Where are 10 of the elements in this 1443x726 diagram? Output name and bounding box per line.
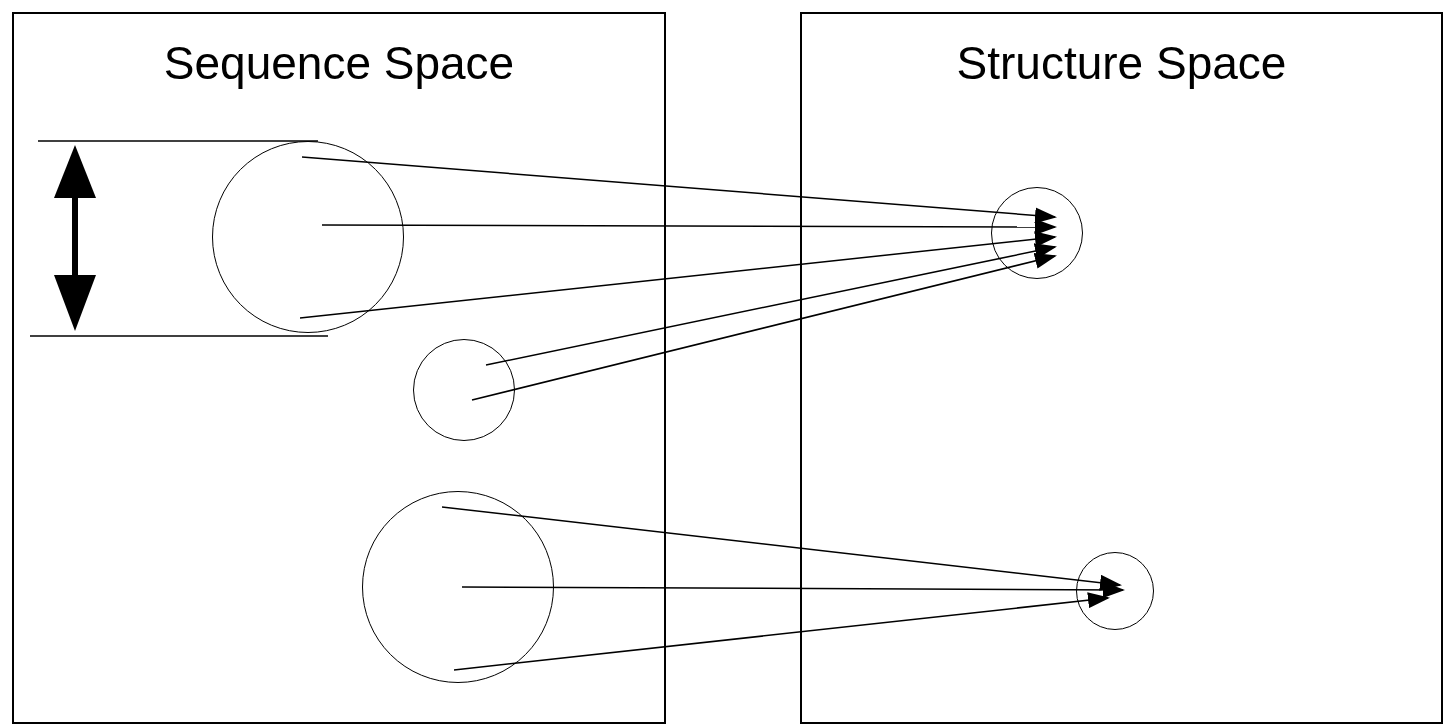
arrow [441, 506, 1122, 591]
space-panel [800, 12, 1443, 724]
arrow [453, 592, 1110, 671]
arrow [485, 243, 1057, 366]
panel-title: Sequence Space [162, 36, 516, 90]
panel-title: Structure Space [955, 36, 1288, 90]
arrow [471, 253, 1057, 401]
arrow [299, 231, 1057, 319]
arrow [321, 218, 1057, 235]
arrow [301, 156, 1057, 224]
